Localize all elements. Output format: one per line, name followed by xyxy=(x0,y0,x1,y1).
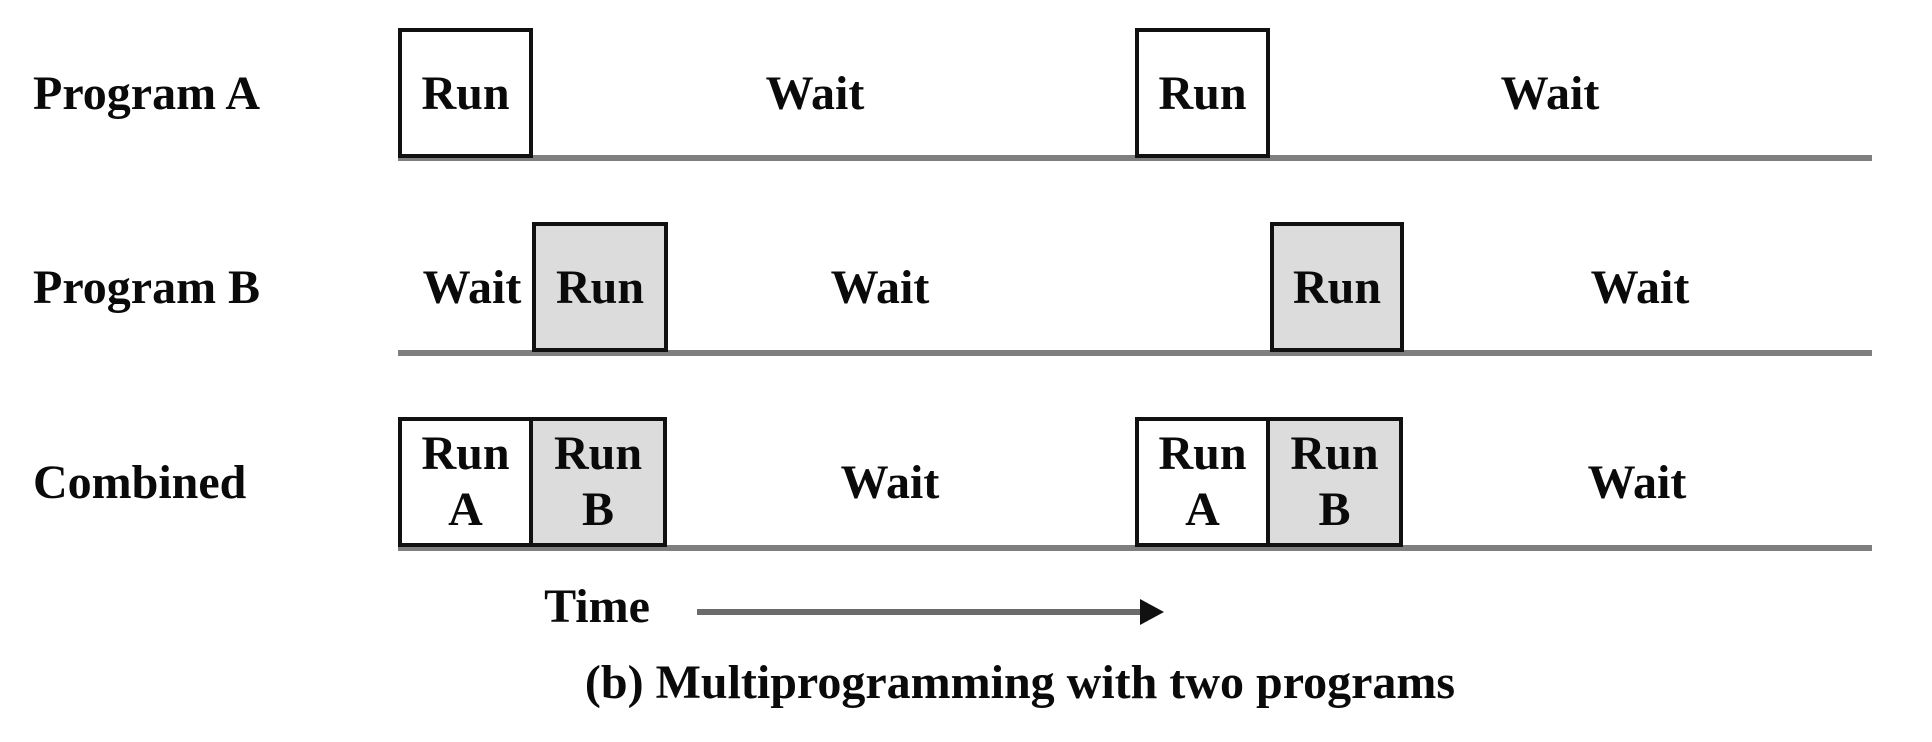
combined-timeline-line xyxy=(398,545,1872,551)
program-a-wait-label-1: Wait xyxy=(765,66,865,120)
program-b-wait-label-1: Wait xyxy=(830,260,930,314)
program-a-timeline-line xyxy=(398,155,1872,161)
run-label: Run xyxy=(555,260,645,314)
run-word: Run xyxy=(421,427,510,480)
time-axis-label: Time xyxy=(544,579,650,633)
run-word: Run xyxy=(553,427,643,480)
program-letter-b: B xyxy=(581,483,614,536)
combined-label: Combined xyxy=(33,455,247,509)
combined-row: Combined Run A Run B Wait Run A Run B xyxy=(0,417,1932,551)
run-a-label: Run A xyxy=(1158,426,1246,538)
combined-run-a-box-2: Run A xyxy=(1135,417,1270,547)
program-a-label: Program A xyxy=(33,66,261,120)
run-word: Run xyxy=(1158,427,1247,480)
run-a-label: Run A xyxy=(421,426,509,538)
combined-run-b-box-2: Run B xyxy=(1266,417,1403,547)
run-word: Run xyxy=(1290,427,1379,480)
program-letter-a: A xyxy=(1185,483,1220,536)
figure-caption: (b) Multiprogramming with two programs xyxy=(584,656,1456,709)
program-b-run-box-2: Run xyxy=(1270,222,1404,352)
time-arrow-shaft xyxy=(697,609,1140,615)
combined-wait-label-2: Wait xyxy=(1587,455,1687,509)
combined-run-a-box-1: Run A xyxy=(398,417,533,547)
program-b-row: Program B Wait Run Wait Run Wait xyxy=(0,222,1932,356)
program-b-label: Program B xyxy=(33,261,261,314)
program-letter-b: B xyxy=(1318,483,1351,536)
combined-wait-label-1: Wait xyxy=(840,455,940,509)
run-label: Run xyxy=(421,66,510,120)
program-b-wait-label-0: Wait xyxy=(422,260,522,314)
program-b-run-box-1: Run xyxy=(532,222,668,352)
run-b-label: Run B xyxy=(1290,426,1378,538)
program-b-wait-label-2: Wait xyxy=(1590,260,1690,314)
program-b-timeline-line xyxy=(398,350,1872,356)
program-letter-a: A xyxy=(448,483,483,536)
run-label: Run xyxy=(1158,66,1247,120)
run-label: Run xyxy=(1292,260,1382,314)
program-a-run-box-1: Run xyxy=(398,28,533,158)
program-a-row: Program A Run Wait Run Wait xyxy=(0,28,1932,161)
program-a-wait-label-2: Wait xyxy=(1500,66,1600,120)
time-arrow-head-icon xyxy=(1140,599,1164,625)
run-b-label: Run B xyxy=(554,426,642,538)
program-a-run-box-2: Run xyxy=(1135,28,1270,158)
combined-run-b-box-1: Run B xyxy=(529,417,667,547)
